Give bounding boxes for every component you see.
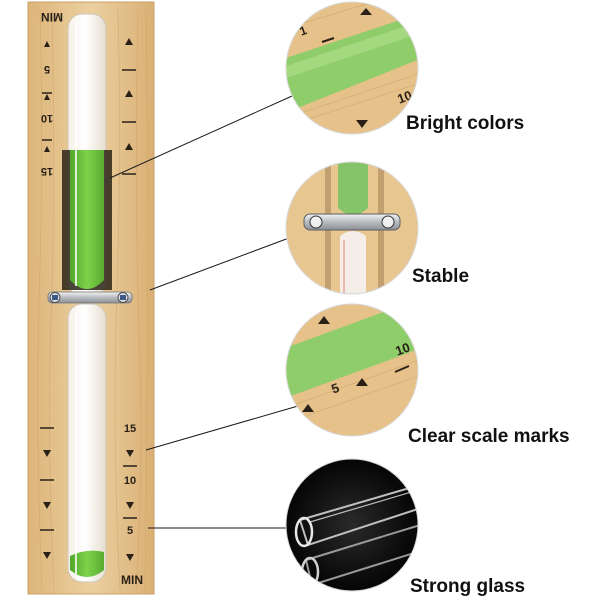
feature-label-bright-colors: Bright colors <box>406 113 525 134</box>
right-scale-lower: 15 10 5 MIN <box>121 423 143 587</box>
left-scale-upper: MIN 5 10 15 <box>41 10 63 177</box>
green-sand-top <box>70 150 104 289</box>
feature-label-clear-scale-marks: Clear scale marks <box>408 426 570 447</box>
svg-text:5: 5 <box>44 63 50 75</box>
svg-text:15: 15 <box>41 165 53 177</box>
svg-text:MIN: MIN <box>121 573 143 587</box>
wood-grain <box>37 9 149 591</box>
svg-text:10: 10 <box>41 112 53 124</box>
green-sand-bottom <box>70 550 104 577</box>
svg-text:10: 10 <box>393 340 412 359</box>
svg-text:1: 1 <box>298 23 309 39</box>
svg-text:5: 5 <box>127 525 133 537</box>
feature-label-strong-glass: Strong glass <box>410 576 526 597</box>
closeup-strong-glass <box>285 458 419 592</box>
svg-text:15: 15 <box>124 423 136 435</box>
closeup-bright-colors: 10 1 <box>285 1 419 135</box>
left-scale-lower <box>40 427 54 559</box>
closeup-stable <box>285 161 419 295</box>
leader-lines <box>109 95 306 529</box>
svg-text:MIN: MIN <box>41 10 63 24</box>
feature-label-stable: Stable <box>412 266 470 287</box>
hourglass-timer: MIN 5 10 15 <box>27 1 155 595</box>
metal-clamp <box>47 291 133 304</box>
closeup-scale-marks: 10 5 <box>285 303 419 437</box>
glass-tube-bottom <box>67 303 107 583</box>
svg-text:10: 10 <box>124 475 136 487</box>
svg-text:5: 5 <box>329 380 341 397</box>
right-scale-upper <box>122 38 136 175</box>
